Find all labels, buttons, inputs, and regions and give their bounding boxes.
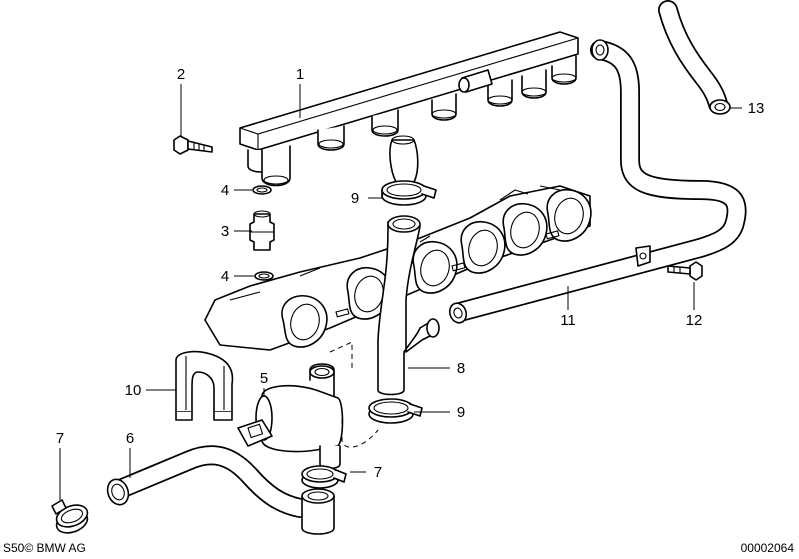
callout-13: 13: [748, 100, 765, 117]
connector-3: [249, 210, 275, 251]
callout-5: 5: [260, 370, 268, 387]
hose-clamp-7-left: [51, 499, 89, 534]
leader-lines: [59, 84, 742, 500]
callout-6: 6: [126, 430, 134, 447]
screw-2: [173, 135, 213, 155]
hose-6: [106, 445, 328, 518]
callout-9-upper: 9: [351, 190, 359, 207]
callout-4-lower: 4: [221, 268, 229, 285]
fuel-rail-1: [239, 31, 579, 187]
callout-1: 1: [296, 66, 304, 83]
screw-12: [667, 261, 703, 281]
idle-valve-5: [237, 341, 379, 470]
copyright-note: S50© BMW AG: [3, 541, 86, 555]
pipe-11: [448, 39, 747, 324]
lower-connector: [301, 488, 335, 535]
callout-9-lower: 9: [457, 404, 465, 421]
callout-labels: 1 2 3 4 4 5 6 7 7 8 9 9 10 11 12 13: [56, 66, 765, 481]
callout-7-left: 7: [56, 430, 64, 447]
drawing-number: 00002064: [741, 541, 795, 555]
callout-8: 8: [457, 360, 465, 377]
callout-12: 12: [686, 312, 703, 329]
callout-11: 11: [560, 312, 576, 329]
hose-clamp-9-lower: [368, 398, 423, 424]
hose-clamp-9-upper: [381, 180, 437, 206]
seal-ring-4-lower: [254, 271, 274, 281]
callout-4-upper: 4: [221, 182, 229, 199]
callout-10: 10: [125, 382, 142, 399]
hose-clamp-7-right: [301, 465, 347, 489]
callout-3: 3: [221, 223, 229, 240]
callout-7-right: 7: [374, 464, 382, 481]
bracket-10: [175, 350, 234, 421]
hose-13: [658, 0, 731, 115]
callout-2: 2: [177, 66, 185, 83]
seal-ring-4-upper: [252, 185, 272, 195]
